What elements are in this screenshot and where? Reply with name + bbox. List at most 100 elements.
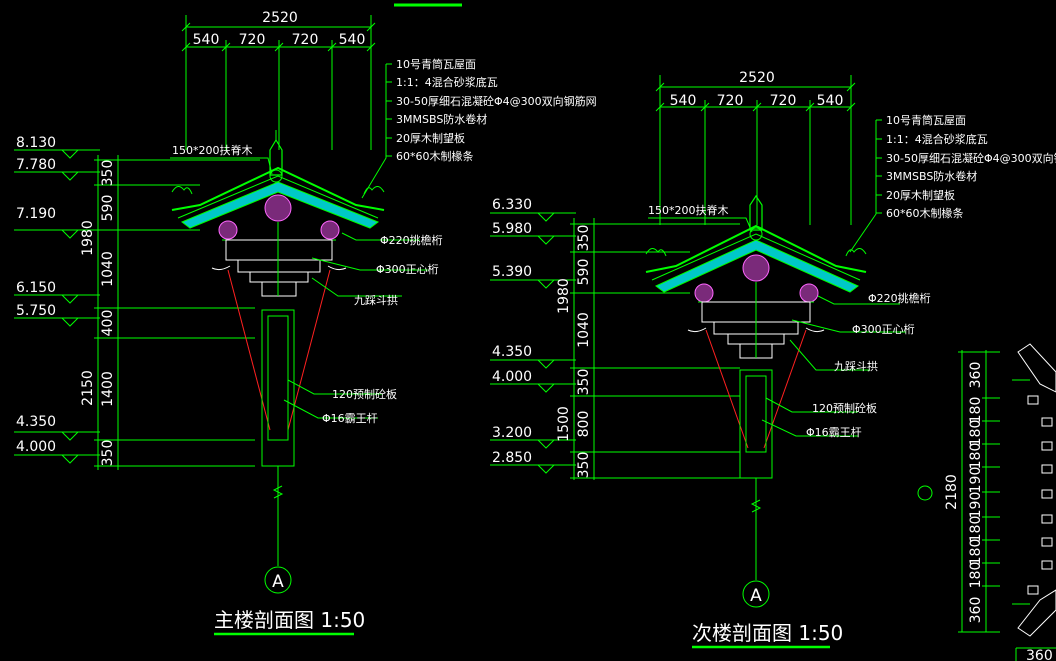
main-elev-2: 7.780	[16, 157, 56, 173]
secondary-section: 2520 540 720 720 540 6.330 5.980 5.390 4…	[490, 70, 1056, 649]
sec-elev-6: 3.200	[492, 425, 532, 441]
side-stair-blocks	[1017, 343, 1056, 637]
side-part-1: 360	[968, 362, 984, 389]
main-label-rod: Φ16霸王杆	[322, 411, 378, 425]
side-part-4: 180	[968, 443, 984, 470]
sec-top-dimension	[655, 75, 856, 225]
sec-top-total: 2520	[739, 70, 775, 86]
main-note-3: 30-50厚细石混凝砼Φ4@300双向钢筋网	[396, 94, 597, 108]
side-detail: 2180 360 180 180 180 190 190 180 180 180…	[917, 343, 1056, 661]
main-section: 2520 540 720 720 540 8.130 7.780 7.190 6…	[14, 10, 597, 636]
sec-note-4: 3MMSBS防水卷材	[886, 169, 977, 183]
sec-column	[739, 369, 773, 580]
main-label-purlin: Φ220挑檐桁	[380, 233, 443, 247]
sec-axis-bubble	[742, 580, 770, 608]
main-vtotal-2: 2150	[80, 370, 96, 406]
side-part-2: 180	[968, 397, 984, 424]
sec-top-part-1: 540	[670, 93, 697, 109]
side-part-7: 180	[968, 516, 984, 543]
side-total: 2180	[944, 474, 960, 510]
main-top-dimension	[181, 15, 376, 150]
main-purlins	[218, 194, 340, 240]
main-top-part-2: 720	[239, 32, 266, 48]
sec-vtotal-1: 1980	[556, 278, 572, 314]
main-elev-5: 5.750	[16, 303, 56, 319]
main-note-4: 3MMSBS防水卷材	[396, 112, 487, 126]
sec-elev-3: 5.390	[492, 264, 532, 280]
sec-vpart-5: 800	[576, 411, 592, 438]
sec-elev-4: 4.350	[492, 344, 532, 360]
main-top-part-3: 720	[292, 32, 319, 48]
sec-elev-7: 2.850	[492, 450, 532, 466]
sec-roof	[645, 194, 867, 293]
sec-axis-label: A	[750, 586, 762, 606]
main-vertical-dimension	[94, 155, 260, 470]
main-title: 主楼剖面图 1:50	[214, 608, 365, 632]
main-label-bracket: 九踩斗拱	[354, 293, 398, 307]
main-vpart-3: 1040	[100, 251, 116, 287]
side-part-3: 180	[968, 420, 984, 447]
main-column	[261, 309, 295, 566]
main-vpart-1: 350	[100, 160, 116, 187]
sec-elev-5: 4.000	[492, 369, 532, 385]
main-elev-3: 7.190	[16, 206, 56, 222]
sec-leaders	[648, 217, 906, 437]
side-part-5: 190	[968, 467, 984, 494]
sec-label-rod: Φ16霸王杆	[806, 425, 862, 439]
sec-vpart-2: 590	[576, 259, 592, 286]
main-vpart-5: 1400	[100, 371, 116, 407]
sec-vpart-3: 1040	[576, 312, 592, 348]
main-bracket	[211, 222, 347, 297]
main-vpart-2: 590	[100, 195, 116, 222]
sec-vpart-6: 350	[576, 452, 592, 479]
side-part-10: 360	[968, 597, 984, 624]
sec-bracket	[687, 282, 825, 359]
sec-notes-leader	[849, 119, 882, 253]
main-elev-6: 4.350	[16, 414, 56, 430]
sec-label-purlin: Φ220挑檐桁	[868, 291, 931, 305]
sec-top-part-4: 540	[817, 93, 844, 109]
sec-title: 次楼剖面图 1:50	[692, 621, 843, 645]
sec-elev-1: 6.330	[492, 197, 532, 213]
sec-vpart-1: 350	[576, 225, 592, 252]
main-red-lines	[227, 269, 331, 431]
main-axis-label: A	[272, 572, 284, 592]
sec-label-bracket: 九踩斗拱	[834, 359, 878, 373]
main-roof	[171, 130, 385, 229]
main-elev-1: 8.130	[16, 135, 56, 151]
sec-top-part-2: 720	[717, 93, 744, 109]
main-elev-4: 6.150	[16, 280, 56, 296]
sec-top-part-3: 720	[770, 93, 797, 109]
sec-label-ridge: 150*200扶脊木	[648, 203, 729, 217]
sec-note-2: 1:1：4混合砂浆底瓦	[886, 132, 988, 146]
main-leaders	[170, 157, 428, 419]
main-label-center-purlin: Φ300正心桁	[376, 262, 439, 276]
sec-purlins	[694, 254, 819, 303]
main-label-panel: 120预制砼板	[332, 387, 397, 401]
sec-label-center-purlin: Φ300正心桁	[852, 322, 915, 336]
sec-note-6: 60*60木制椽条	[886, 206, 964, 220]
side-part-8: 180	[968, 539, 984, 566]
main-note-6: 60*60木制椽条	[396, 149, 474, 163]
main-elev-7: 4.000	[16, 439, 56, 455]
main-vtotal-1: 1980	[80, 220, 96, 256]
main-top-part-4: 540	[339, 32, 366, 48]
main-vpart-6: 350	[100, 440, 116, 467]
main-top-part-1: 540	[193, 32, 220, 48]
main-note-2: 1:1：4混合砂浆底瓦	[396, 75, 498, 89]
sec-label-panel: 120预制砼板	[812, 401, 877, 415]
sec-elev-2: 5.980	[492, 221, 532, 237]
main-vpart-4: 400	[100, 310, 116, 337]
sec-vtotal-2: 1500	[556, 406, 572, 442]
side-part-9: 180	[968, 562, 984, 589]
main-note-5: 20厚木制望板	[396, 131, 465, 145]
sec-note-3: 30-50厚细石混凝砼Φ4@300双向钢筋网	[886, 151, 1056, 165]
main-note-1: 10号青筒瓦屋面	[396, 57, 476, 71]
sec-note-5: 20厚木制望板	[886, 188, 955, 202]
main-axis-bubble	[264, 566, 292, 594]
sec-vpart-4: 350	[576, 369, 592, 396]
main-notes-leader	[361, 63, 392, 199]
sec-vertical-dimension	[570, 218, 740, 480]
main-top-total: 2520	[262, 10, 298, 26]
main-label-ridge: 150*200扶脊木	[172, 143, 253, 157]
